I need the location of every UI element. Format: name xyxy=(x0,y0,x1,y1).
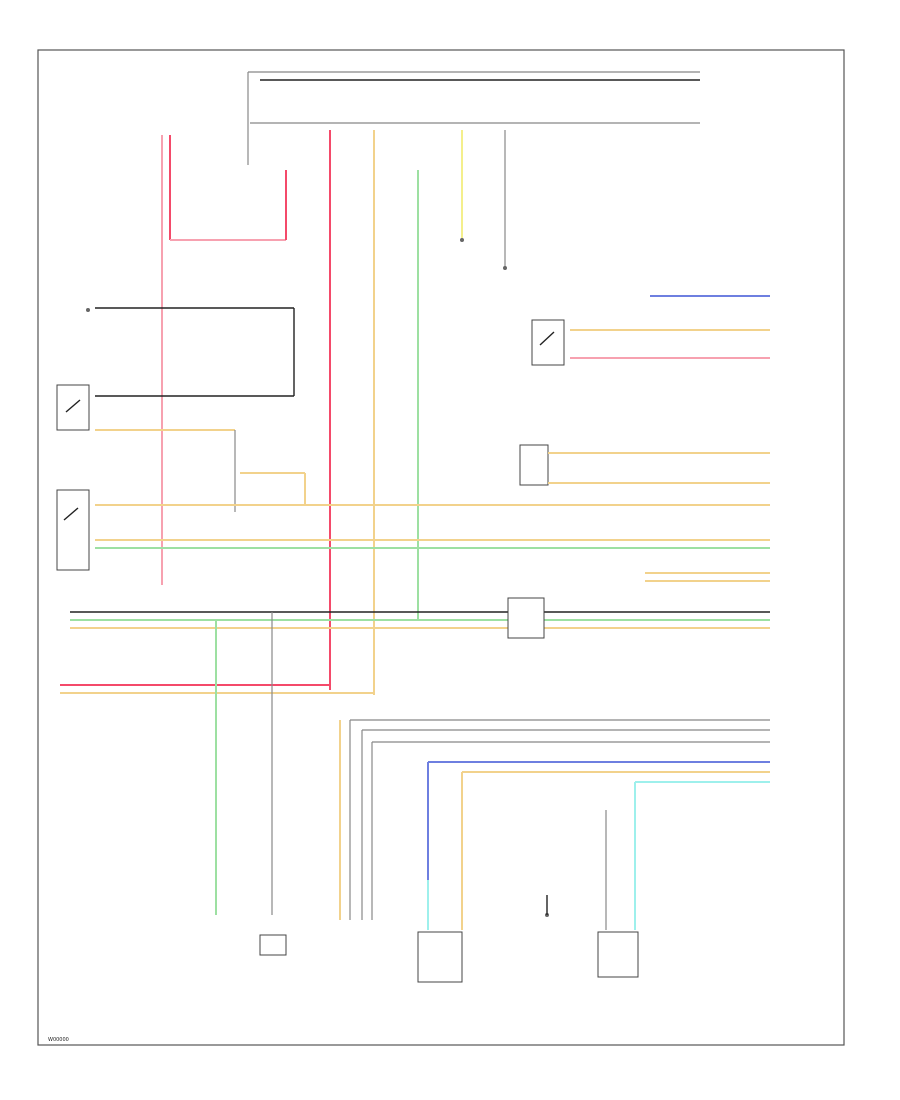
switch-icon xyxy=(519,444,549,486)
top-module-block xyxy=(247,71,700,165)
diagram-frame xyxy=(37,49,845,1046)
switch-icon xyxy=(56,489,90,571)
signal-loop xyxy=(95,307,295,397)
power-feed-wires xyxy=(161,135,287,585)
ground-icon xyxy=(86,238,507,312)
figure-code: W00000 xyxy=(48,1037,69,1043)
connector-icon xyxy=(259,934,287,956)
module-drops xyxy=(329,130,506,695)
connector-icon xyxy=(417,931,463,983)
switch-icon xyxy=(531,319,565,366)
right-signal-lines xyxy=(548,295,770,484)
connector-icon xyxy=(597,931,639,978)
lower-right-harness xyxy=(349,719,770,930)
middle-left-circuit xyxy=(95,429,770,512)
lower-left-drops xyxy=(215,612,341,920)
switch-icon xyxy=(56,384,90,431)
connector-icon xyxy=(507,597,545,639)
horizontal-bus xyxy=(60,539,770,694)
